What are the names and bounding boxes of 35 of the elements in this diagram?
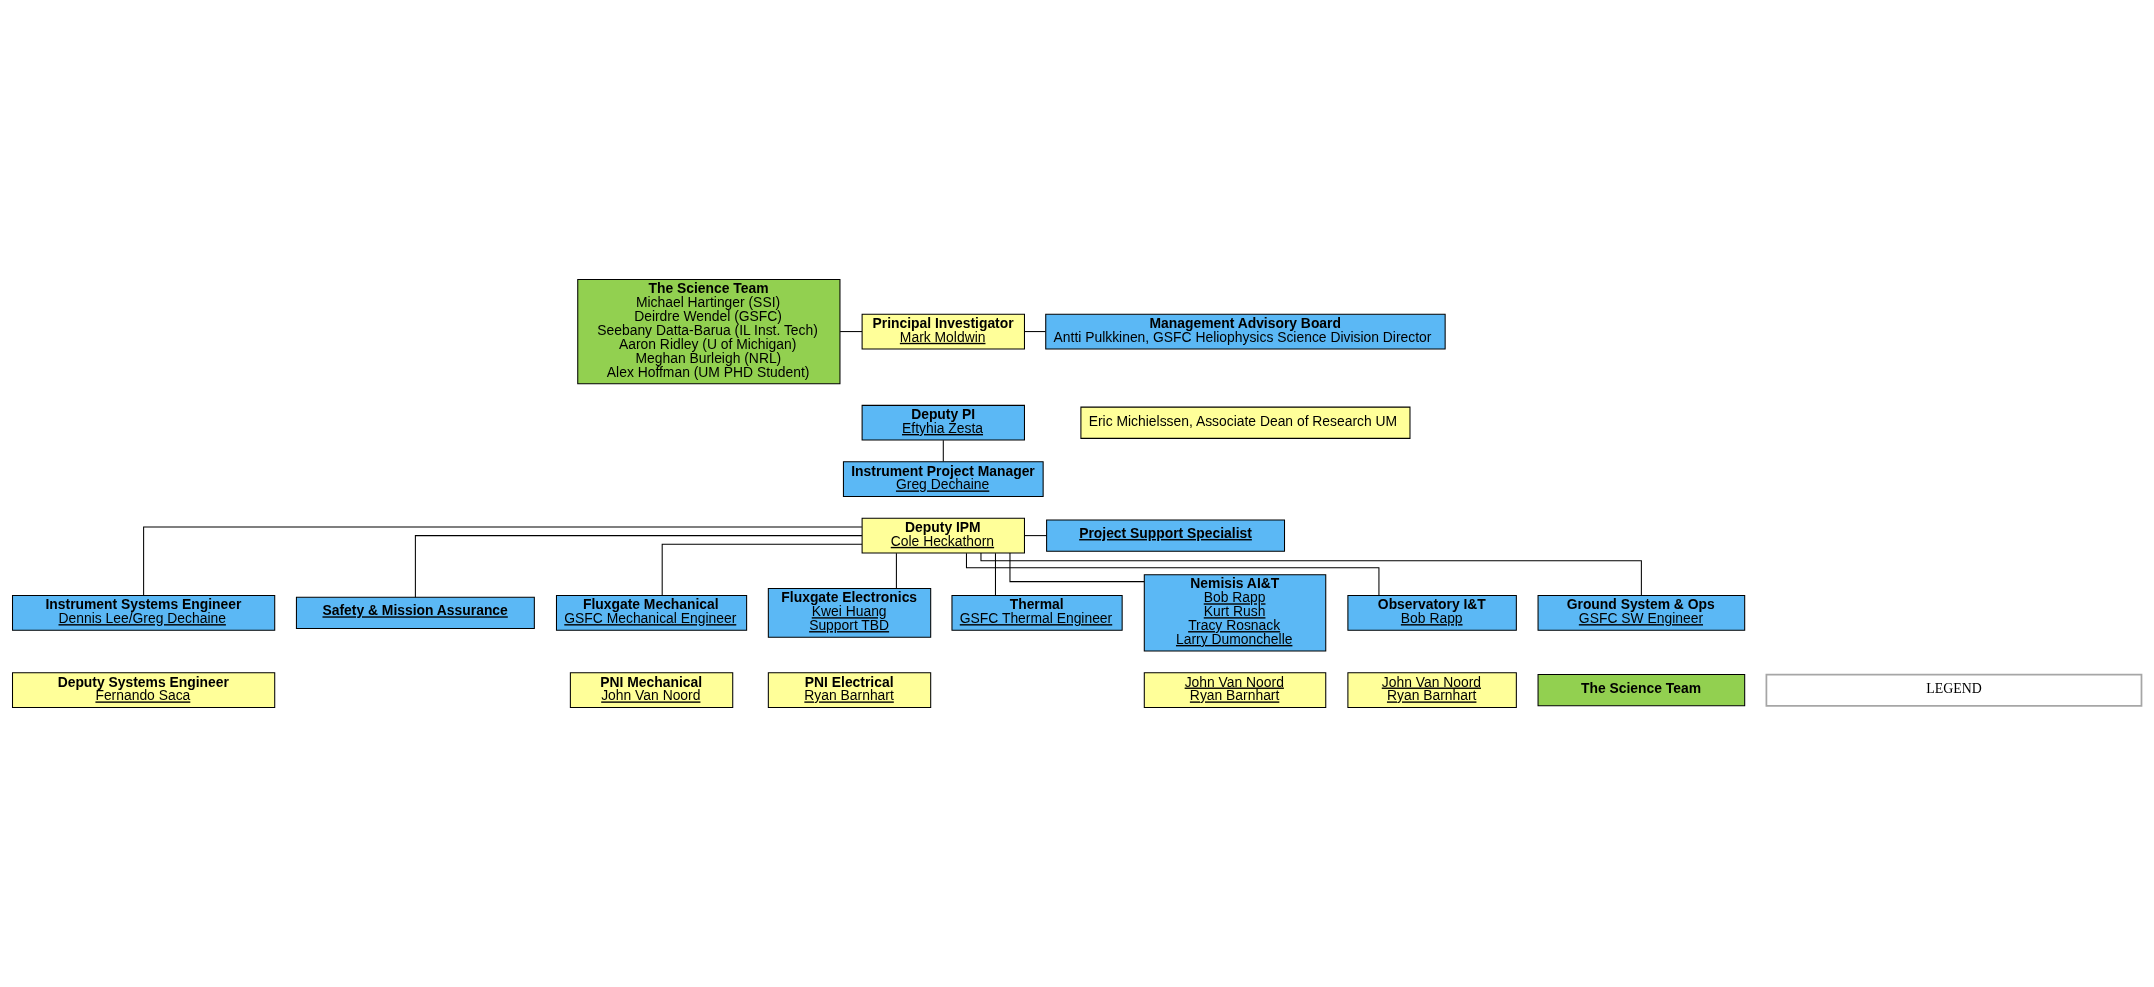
node-box: Observatory I&T Bob Rapp	[1347, 595, 1517, 631]
node-box: Ground System & Ops GSFC SW Engineer	[1537, 595, 1746, 631]
connector	[994, 552, 996, 596]
connector	[965, 552, 1380, 596]
node-box: PNI Electrical Ryan Barnhart	[767, 672, 932, 709]
node-box: Nemisis AI&T Bob Rapp Kurt Rush Tracy Rosnack Larry Dumonchelle	[1143, 574, 1327, 652]
node-box: Deputy IPM Cole Heckathorn	[861, 517, 1025, 554]
node-box: John Van Noord Ryan Barnhart	[1347, 672, 1517, 709]
node-box: Instrument Systems Engineer Dennis Lee/Greg Dechaine	[12, 595, 276, 631]
node-box: PNI Mechanical John Van Noord	[569, 672, 734, 709]
node-box: Instrument Project Manager Greg Dechaine	[842, 461, 1044, 498]
connector	[1023, 535, 1047, 537]
connector	[942, 439, 944, 462]
node-box: Safety & Mission Assurance	[295, 596, 535, 630]
node-box: Eric Michielssen, Associate Dean of Research UM	[1080, 406, 1411, 439]
connector	[980, 552, 1642, 596]
node-box: The Science Team Michael Hartinger (SSI) Deirdre Wendel (GSFC) Seebany Datta-Barua (IL Inst. Tech) Aaron Ridley (U of Michigan) Meghan Burleigh (NRL) Alex Hoffman (UM PHD Student)	[577, 278, 841, 385]
label: LEGEND	[1926, 681, 1982, 697]
connector	[661, 543, 863, 596]
connector	[143, 526, 863, 596]
node-box: Deputy PI Eftyhia Zesta	[861, 404, 1025, 441]
node-box: The Science Team	[1537, 674, 1746, 707]
node-box: Fluxgate Mechanical GSFC Mechanical Engineer	[555, 595, 748, 631]
node-box: Thermal GSFC Thermal Engineer	[951, 595, 1123, 631]
node-box: Principal Investigator Mark Moldwin	[861, 313, 1025, 350]
node-box: Project Support Specialist	[1046, 519, 1286, 552]
connector	[414, 535, 863, 598]
node-box: Fluxgate Electronics Kwei Huang Support TBD	[767, 588, 932, 638]
node-box: Deputy Systems Engineer Fernando Saca	[12, 672, 276, 709]
connector	[839, 331, 863, 333]
connector	[1009, 552, 1145, 583]
connector	[1024, 331, 1046, 333]
node-box: John Van Noord Ryan Barnhart	[1143, 672, 1327, 709]
connector	[895, 552, 897, 589]
node-box: Management Advisory Board Antti Pulkkinen, GSFC Heliophysics Science Division Director	[1045, 313, 1446, 350]
